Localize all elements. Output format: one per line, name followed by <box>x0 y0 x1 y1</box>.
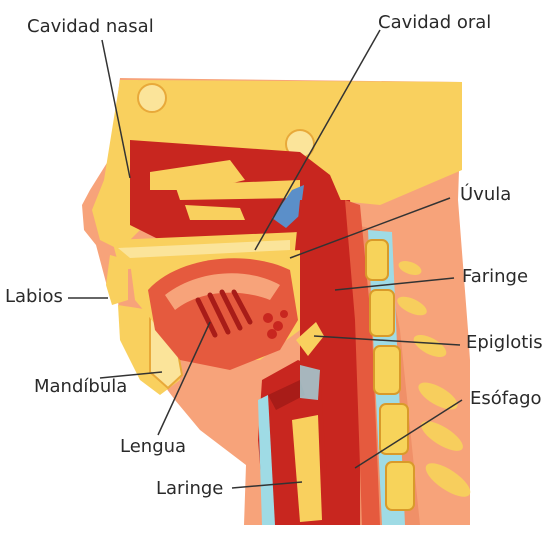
label-mandibula: Mandíbula <box>34 376 128 397</box>
label-lengua: Lengua <box>120 436 187 457</box>
upper-lip <box>106 255 128 305</box>
leader-laringe <box>231 481 303 489</box>
label-labios: Labios <box>5 286 63 307</box>
label-esofago: Esófago <box>470 388 542 409</box>
leader-faringe <box>334 277 455 291</box>
label-faringe: Faringe <box>462 266 529 287</box>
epiglottis-shape <box>296 322 324 356</box>
label-epiglotis: Epiglotis <box>466 332 543 353</box>
leader-cavidad-nasal <box>101 39 131 179</box>
leader-uvula <box>289 197 451 259</box>
leader-cavidad-oral <box>254 29 381 251</box>
vertebrae <box>365 239 415 511</box>
leader-esofago <box>354 399 463 469</box>
label-cavidad-nasal: Cavidad nasal <box>27 16 154 37</box>
leader-lengua <box>157 321 211 436</box>
leader-mandibula <box>99 371 163 379</box>
label-laringe: Laringe <box>156 478 224 499</box>
uvula-shape <box>272 185 304 228</box>
label-uvula: Úvula <box>460 184 512 205</box>
label-cavidad-oral: Cavidad oral <box>378 12 492 33</box>
leader-epiglotis <box>313 335 461 346</box>
